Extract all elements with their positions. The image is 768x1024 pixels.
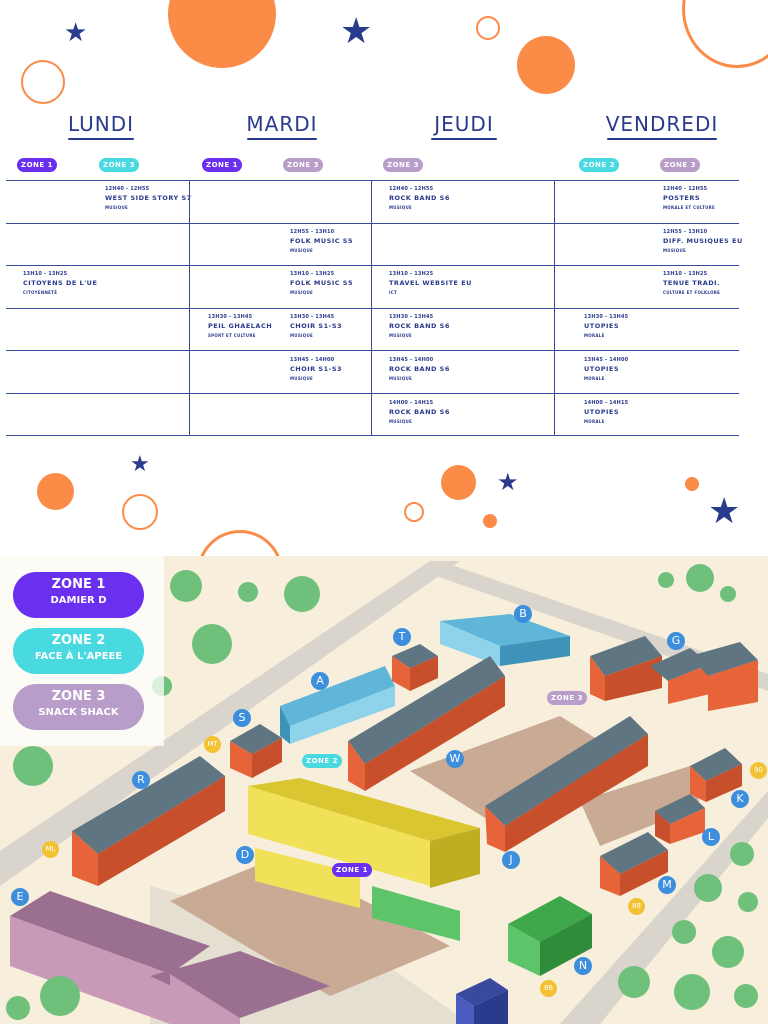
zone-pill: ZONE 3 [99, 158, 139, 172]
map-marker: D [236, 846, 254, 864]
decor-ring [122, 494, 158, 530]
day-header-lundi: LUNDI [58, 112, 144, 140]
zone-pill: ZONE 1 [202, 158, 242, 172]
day-header-jeudi: JEUDI [420, 112, 508, 140]
map-marker: A [311, 672, 329, 690]
map-marker: W [446, 750, 464, 768]
map-badge: 90 [750, 762, 767, 779]
map-zone-label: ZONE 3 [547, 691, 587, 705]
map-zone-label: ZONE 2 [302, 754, 342, 768]
star-icon: ★ [497, 468, 519, 496]
map-marker: B [514, 605, 532, 623]
decor-circle [37, 473, 74, 510]
map-marker: G [667, 632, 685, 650]
decor-ring [404, 502, 424, 522]
map-badge: ML [42, 841, 59, 858]
schedule-grid [6, 180, 739, 436]
star-icon: ★ [130, 452, 150, 477]
map-marker: N [574, 957, 592, 975]
decor-ring [21, 60, 65, 104]
zone-pill: ZONE 3 [283, 158, 323, 172]
map-marker: R [132, 771, 150, 789]
map-zone-label: ZONE 1 [332, 863, 372, 877]
map-marker: J [502, 851, 520, 869]
map-marker: M [658, 876, 676, 894]
day-header-vendredi: VENDREDI [598, 112, 726, 140]
map-marker: L [702, 828, 720, 846]
decor-circle [441, 465, 476, 500]
decor-ring [682, 0, 768, 68]
map-badge: 86 [540, 980, 557, 997]
star-icon: ★ [340, 11, 373, 52]
map-badge: MT [204, 736, 221, 753]
day-header-mardi: MARDI [238, 112, 326, 140]
map-badge: 88 [628, 898, 645, 915]
campus-map: ZONE 3 ZONE 2 ZONE 1 A B D E G J K L M N… [0, 556, 768, 1024]
zone-pill: ZONE 3 [383, 158, 423, 172]
campus-map-illustration [0, 561, 768, 1024]
decor-circle [168, 0, 276, 68]
star-icon: ★ [708, 491, 741, 532]
map-marker: K [731, 790, 749, 808]
zone-pill: ZONE 3 [660, 158, 700, 172]
map-marker: S [233, 709, 251, 727]
zone-pill: ZONE 2 [579, 158, 619, 172]
decor-circle [517, 36, 575, 94]
decor-circle [483, 514, 497, 528]
star-icon: ★ [64, 18, 88, 48]
decor-ring [476, 16, 500, 40]
map-marker: T [393, 628, 411, 646]
map-marker: E [11, 888, 29, 906]
decor-circle [685, 477, 699, 491]
zone-pill: ZONE 1 [17, 158, 57, 172]
